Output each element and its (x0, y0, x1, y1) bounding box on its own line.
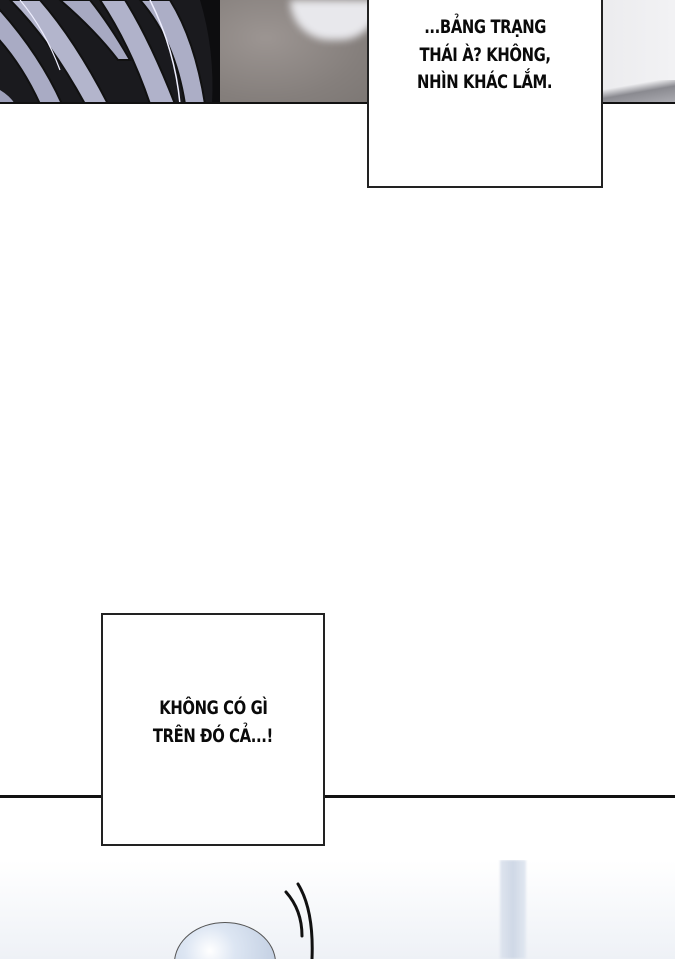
caption-1-line-3: NHÌN KHÁC LẮM. (417, 71, 553, 94)
caption-box-2: KHÔNG CÓ GÌ TRÊN ĐÓ CẢ...! (101, 613, 325, 846)
caption-2-line-1: KHÔNG CÓ GÌ (158, 696, 268, 719)
panel-border-left (0, 795, 102, 798)
caption-box-1: ...BẢNG TRẠNG THÁI À? KHÔNG, NHÌN KHÁC L… (367, 0, 603, 188)
bottom-panel-artwork (0, 860, 675, 959)
caption-1-line-1: ...BẢNG TRẠNG (424, 16, 546, 38)
character-head (174, 922, 276, 959)
panel-border (0, 102, 675, 104)
background-pillar (500, 860, 526, 959)
motion-lines-icon (284, 882, 314, 959)
striped-fabric-illustration (0, 0, 220, 104)
panel-border-right (324, 795, 675, 798)
caption-1-line-2: THÁI À? KHÔNG, (419, 43, 551, 66)
caption-2-line-2: TRÊN ĐÓ CẢ...! (153, 724, 273, 747)
